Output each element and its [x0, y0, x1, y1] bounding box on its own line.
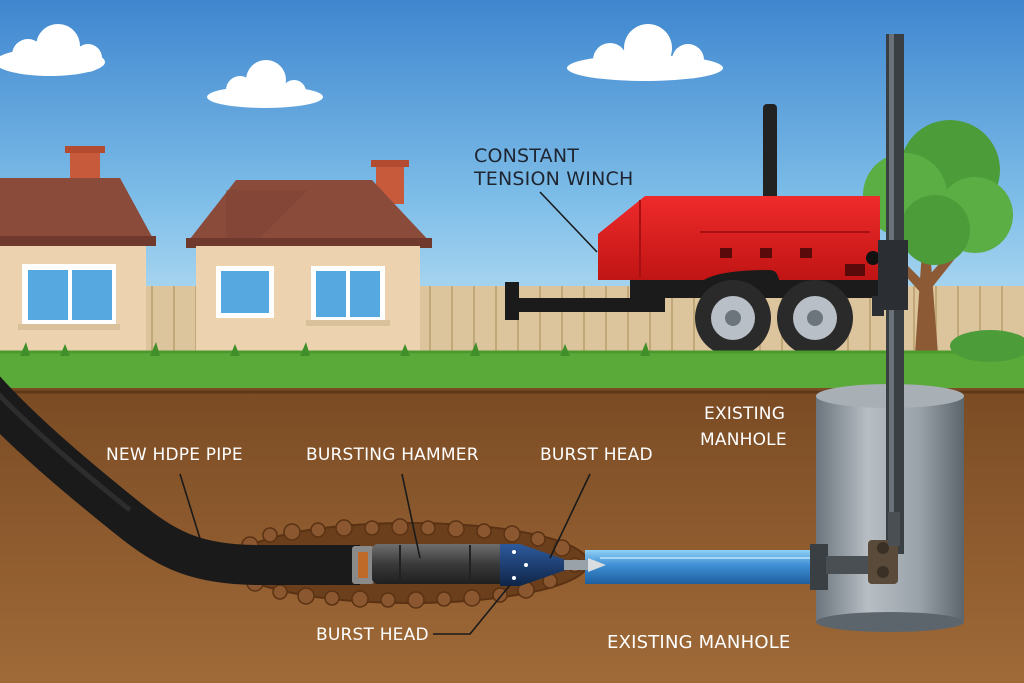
- label-existing-manhole-bottom: EXISTING MANHOLE: [607, 632, 791, 653]
- new-hdpe-pipe: [0, 376, 360, 585]
- trailer-wheel-right: [777, 280, 853, 356]
- label-burst-head-bottom: BURST HEAD: [316, 625, 429, 645]
- cloud-middle: [207, 60, 323, 108]
- leader-burst-head-top: [549, 473, 591, 559]
- label-winch-line1: CONSTANT: [474, 145, 579, 167]
- winch-trailer: [505, 104, 880, 356]
- house-left: [0, 146, 156, 354]
- leader-hammer: [401, 473, 421, 559]
- trailer-wheel-left: [695, 280, 771, 356]
- tree: [863, 120, 1013, 354]
- label-winch-line2: TENSION WINCH: [473, 168, 633, 190]
- shrub: [950, 330, 1024, 362]
- leader-winch: [539, 191, 598, 253]
- leader-new-pipe: [179, 473, 203, 546]
- label-manhole-top-line1: EXISTING: [704, 404, 785, 424]
- existing-pipe: [585, 550, 820, 584]
- cloud-left: [0, 24, 105, 76]
- leader-lines: [179, 191, 598, 635]
- bursting-hammer: [352, 544, 504, 584]
- cloud-right: [567, 24, 723, 81]
- label-new-hdpe-pipe: NEW HDPE PIPE: [106, 445, 243, 465]
- label-manhole-top-line2: MANHOLE: [700, 430, 787, 450]
- house-right: [186, 160, 432, 354]
- pulling-assembly: [810, 512, 900, 590]
- label-burst-head-top: BURST HEAD: [540, 445, 653, 465]
- grass-strip: [0, 352, 1024, 388]
- leader-burst-head-bottom: [433, 584, 511, 635]
- winch-rod: [872, 34, 908, 554]
- burst-head: [500, 544, 606, 586]
- label-bursting-hammer: BURSTING HAMMER: [306, 445, 479, 465]
